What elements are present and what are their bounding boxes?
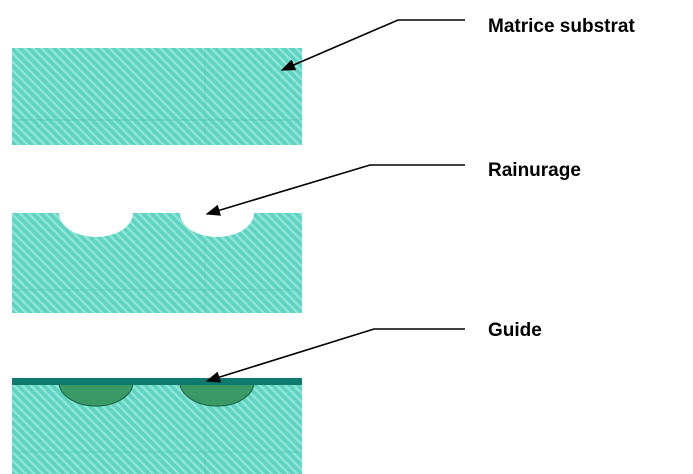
guide-substrate-block [12, 380, 302, 474]
guide-label: Guide [488, 320, 542, 341]
groove-leader-arrow [205, 164, 465, 216]
substrate-stage [12, 48, 302, 145]
grooved-stage [12, 213, 302, 313]
substrate-block [12, 48, 302, 145]
grooved-substrate-block [12, 213, 302, 313]
guide-leader-arrow [205, 328, 465, 383]
substrate-label: Matrice substrat [488, 16, 635, 37]
guide-channel-left [58, 381, 134, 407]
substrate-leader-arrow [280, 19, 465, 71]
groove-label: Rainurage [488, 160, 581, 181]
guide-stage [12, 378, 302, 474]
guide-top-layer [12, 378, 302, 385]
guide-channel-right [179, 381, 255, 407]
